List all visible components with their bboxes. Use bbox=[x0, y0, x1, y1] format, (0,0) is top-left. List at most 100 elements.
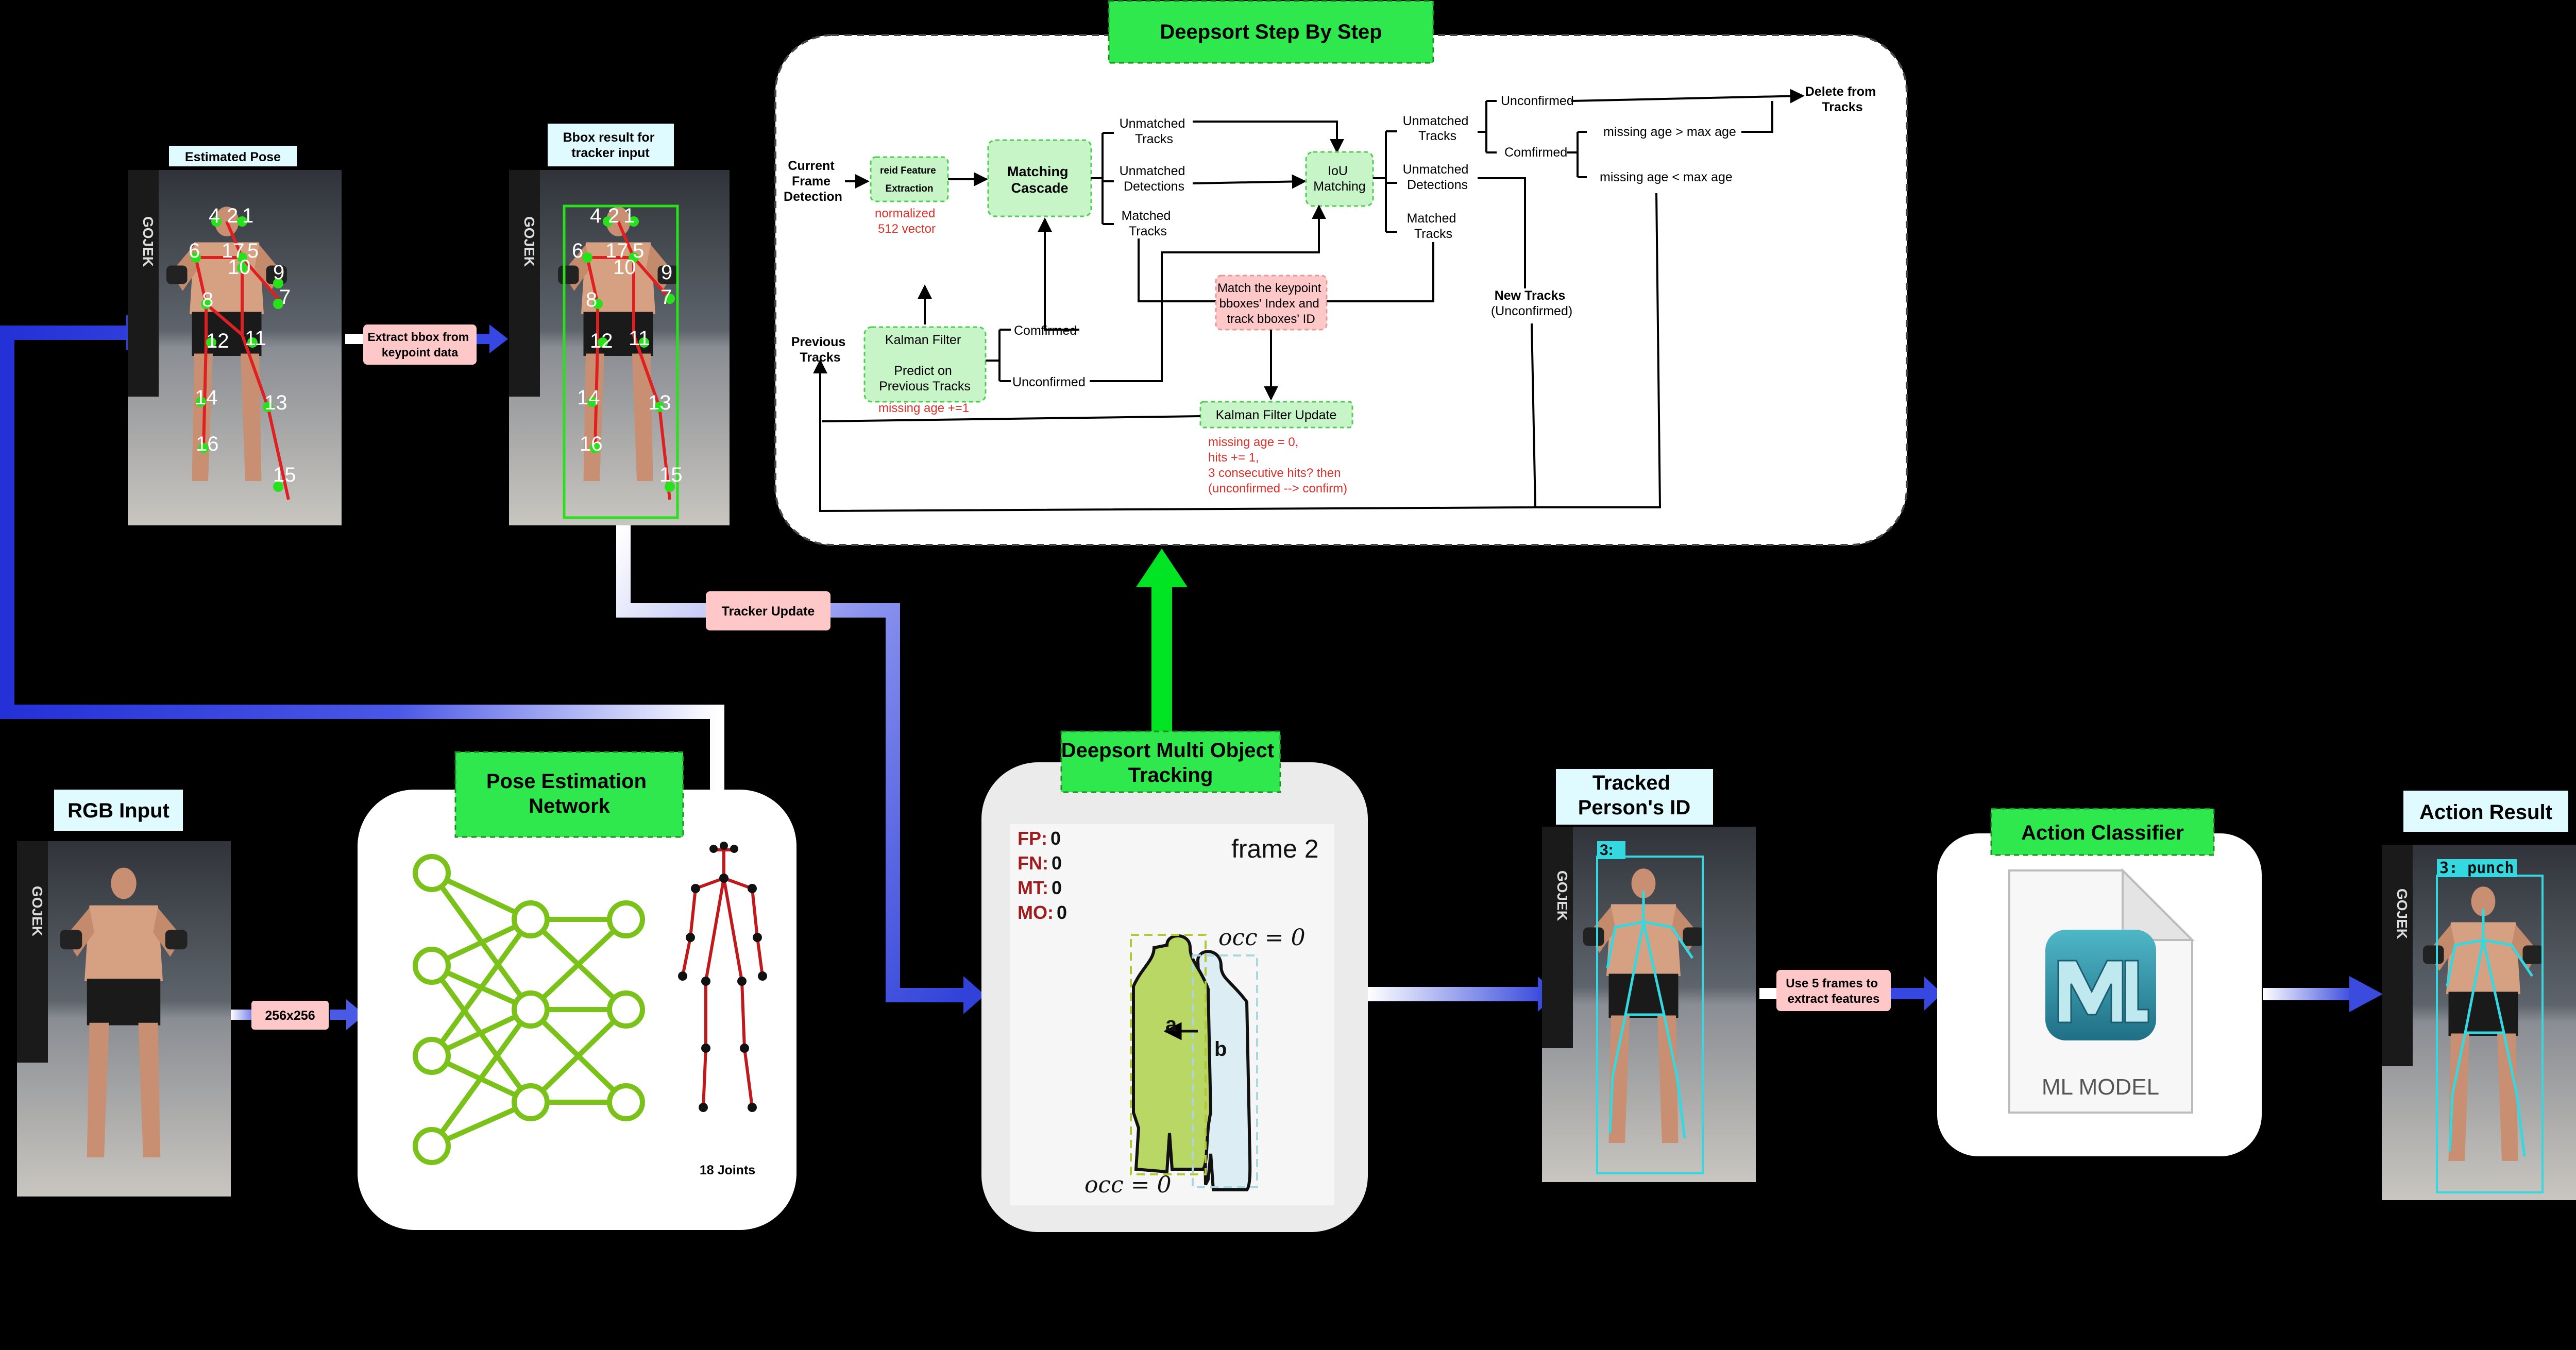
track-id-tag: 3: bbox=[1600, 842, 1614, 859]
brand-watermark: GOJEK bbox=[29, 886, 45, 936]
keypoint-label: 6 bbox=[189, 240, 200, 262]
brand-watermark: GOJEK bbox=[1554, 870, 1570, 921]
new-tracks: New Tracks (Unconfirmed) bbox=[1491, 288, 1572, 318]
unconfirmed-top: Unconfirmed bbox=[1501, 94, 1574, 108]
keypoint-label: 14 bbox=[577, 386, 600, 409]
keypoint-label: 11 bbox=[245, 327, 266, 350]
normalized-note: normalized 512 vector bbox=[875, 207, 939, 236]
unmatched-detections-2: Unmatched Detections bbox=[1403, 162, 1472, 192]
keypoint-label: 9 bbox=[273, 261, 284, 284]
frame-label: frame 2 bbox=[1231, 834, 1319, 863]
skeleton-icon bbox=[678, 842, 767, 1112]
current-frame-label: Current Frame Detection bbox=[784, 159, 842, 204]
tracker-update-arrow bbox=[616, 525, 963, 1002]
missing-gt: missing age > max age bbox=[1603, 125, 1736, 139]
keypoint-label: 7 bbox=[279, 286, 291, 309]
kalman-filter-label: Kalman Filter Predict on Previous Tracks bbox=[879, 333, 971, 394]
action-result-label: Action Result bbox=[2419, 801, 2552, 824]
deepsort-mot-title-box bbox=[1060, 730, 1281, 793]
deepsort-title: Deepsort Step By Step bbox=[1160, 21, 1382, 43]
action-tag: 3: punch bbox=[2439, 859, 2514, 877]
neural-network-icon bbox=[413, 854, 645, 1165]
action-result-image: GOJEK 3: punch bbox=[2382, 845, 2576, 1200]
occ-bottom: occ = 0 bbox=[1084, 1172, 1172, 1198]
keypoint-label: 4 bbox=[590, 204, 601, 227]
keypoint-label: 4 bbox=[209, 204, 220, 227]
matched-tracks-1: Matched Tracks bbox=[1122, 209, 1175, 238]
brand-watermark: GOJEK bbox=[140, 216, 156, 267]
estimated-pose-label: Estimated Pose bbox=[185, 150, 281, 164]
keypoint-label: 5 bbox=[633, 240, 644, 262]
keypoint-label: 7 bbox=[660, 286, 672, 309]
kalman-update-label: Kalman Filter Update bbox=[1216, 408, 1337, 422]
bbox-result-image: GOJEK 4 2 1 6 17 5 10 9 8 7 12 11 14 13 … bbox=[509, 170, 730, 525]
match-keypoint-label: Match the keypoint bboxes' Index and tra… bbox=[1217, 281, 1325, 326]
tracked-id-label: Tracked Person's ID bbox=[1578, 772, 1690, 819]
unmatched-tracks-2: Unmatched Tracks bbox=[1403, 114, 1472, 143]
keypoint-label: 1 bbox=[623, 204, 635, 227]
person-a: a bbox=[1165, 1013, 1177, 1036]
use5-label: Use 5 frames to extract features bbox=[1786, 977, 1881, 1006]
kalman-update-box bbox=[1199, 401, 1353, 429]
kalman-filter-box bbox=[863, 326, 987, 403]
ml-model-label: ML MODEL bbox=[2042, 1074, 2159, 1100]
pose-network-title: Pose Estimation Network bbox=[486, 770, 652, 817]
use5-box bbox=[1776, 970, 1891, 1011]
up-green-arrow bbox=[1151, 585, 1172, 739]
previous-tracks: Previous Tracks bbox=[791, 335, 850, 365]
keypoint-label: 17 bbox=[605, 240, 629, 262]
keypoint-label: 8 bbox=[202, 288, 213, 311]
missing-age-inc: missing age +=1 bbox=[878, 401, 969, 415]
extract-bbox-label: Extract bbox from keypoint data bbox=[367, 330, 472, 359]
keypoint-label: 12 bbox=[590, 330, 613, 352]
update-notes: missing age = 0, hits += 1, 3 consecutiv… bbox=[1208, 435, 1347, 495]
keypoint-label: 13 bbox=[264, 391, 287, 414]
keypoint-label: 15 bbox=[659, 464, 683, 486]
unconfirmed-left: Unconfirmed bbox=[1012, 375, 1086, 389]
matched-tracks-2: Matched Tracks bbox=[1407, 211, 1460, 241]
rgb-input-label: RGB Input bbox=[67, 799, 170, 822]
keypoint-label: 12 bbox=[206, 330, 229, 352]
metric-mt: MT:0 bbox=[1018, 877, 1062, 898]
size-label: 256x256 bbox=[265, 1009, 315, 1023]
keypoint-label: 10 bbox=[228, 256, 251, 279]
tracker-update-box bbox=[706, 591, 831, 630]
rgb-input-image: GOJEK bbox=[17, 841, 231, 1197]
brand-watermark: GOJEK bbox=[521, 216, 537, 267]
keypoint-label: 6 bbox=[572, 240, 583, 262]
keypoint-label: 2 bbox=[227, 204, 238, 227]
delete-from-tracks: Delete from Tracks bbox=[1805, 84, 1880, 114]
brand-watermark: GOJEK bbox=[2394, 888, 2410, 939]
keypoint-label: 16 bbox=[196, 433, 219, 455]
deepsort-mot-title: Deepsort Multi Object Tracking bbox=[1061, 739, 1280, 787]
tracker-update-label: Tracker Update bbox=[722, 604, 815, 619]
occ-top: occ = 0 bbox=[1218, 925, 1306, 951]
feedback-arrow bbox=[0, 326, 724, 791]
metric-fp: FP:0 bbox=[1018, 828, 1061, 849]
iou-box bbox=[1305, 151, 1374, 207]
person-b: b bbox=[1214, 1038, 1227, 1061]
estimated-pose-image: GOJEK 4 2 1 6 17 5 10 9 8 7 12 11 14 13 … bbox=[128, 170, 342, 525]
unmatched-detections-1: Unmatched Detections bbox=[1120, 164, 1189, 194]
keypoint-label: 5 bbox=[247, 240, 259, 262]
bbox-result-label: Bbox result for tracker input bbox=[563, 130, 658, 160]
missing-lt: missing age < max age bbox=[1600, 170, 1733, 184]
keypoint-label: 2 bbox=[608, 204, 619, 227]
ml-model-icon: ML MODEL bbox=[2008, 868, 2195, 1114]
keypoint-label: 11 bbox=[629, 327, 650, 350]
unmatched-tracks-1: Unmatched Tracks bbox=[1120, 116, 1189, 146]
reid-label: reid Feature Extraction bbox=[880, 165, 939, 194]
keypoint-label: 17 bbox=[222, 240, 245, 262]
keypoint-label: 9 bbox=[661, 261, 672, 284]
tracking-illustration: FP:0 FN:0 MT:0 MO:0 frame 2 a b occ = 0 … bbox=[1010, 824, 1334, 1205]
deepsort-title-box bbox=[1108, 0, 1434, 64]
joints-label: 18 Joints bbox=[700, 1163, 755, 1177]
action-classifier-title-box bbox=[1990, 808, 2215, 856]
pose-network-title-box bbox=[454, 751, 684, 838]
matching-cascade-label: Matching Cascade bbox=[1007, 164, 1072, 196]
metric-fn: FN:0 bbox=[1018, 852, 1062, 874]
iou-label: IoU Matching bbox=[1313, 164, 1365, 194]
keypoint-label: 1 bbox=[242, 204, 253, 227]
reid-box bbox=[870, 156, 949, 202]
